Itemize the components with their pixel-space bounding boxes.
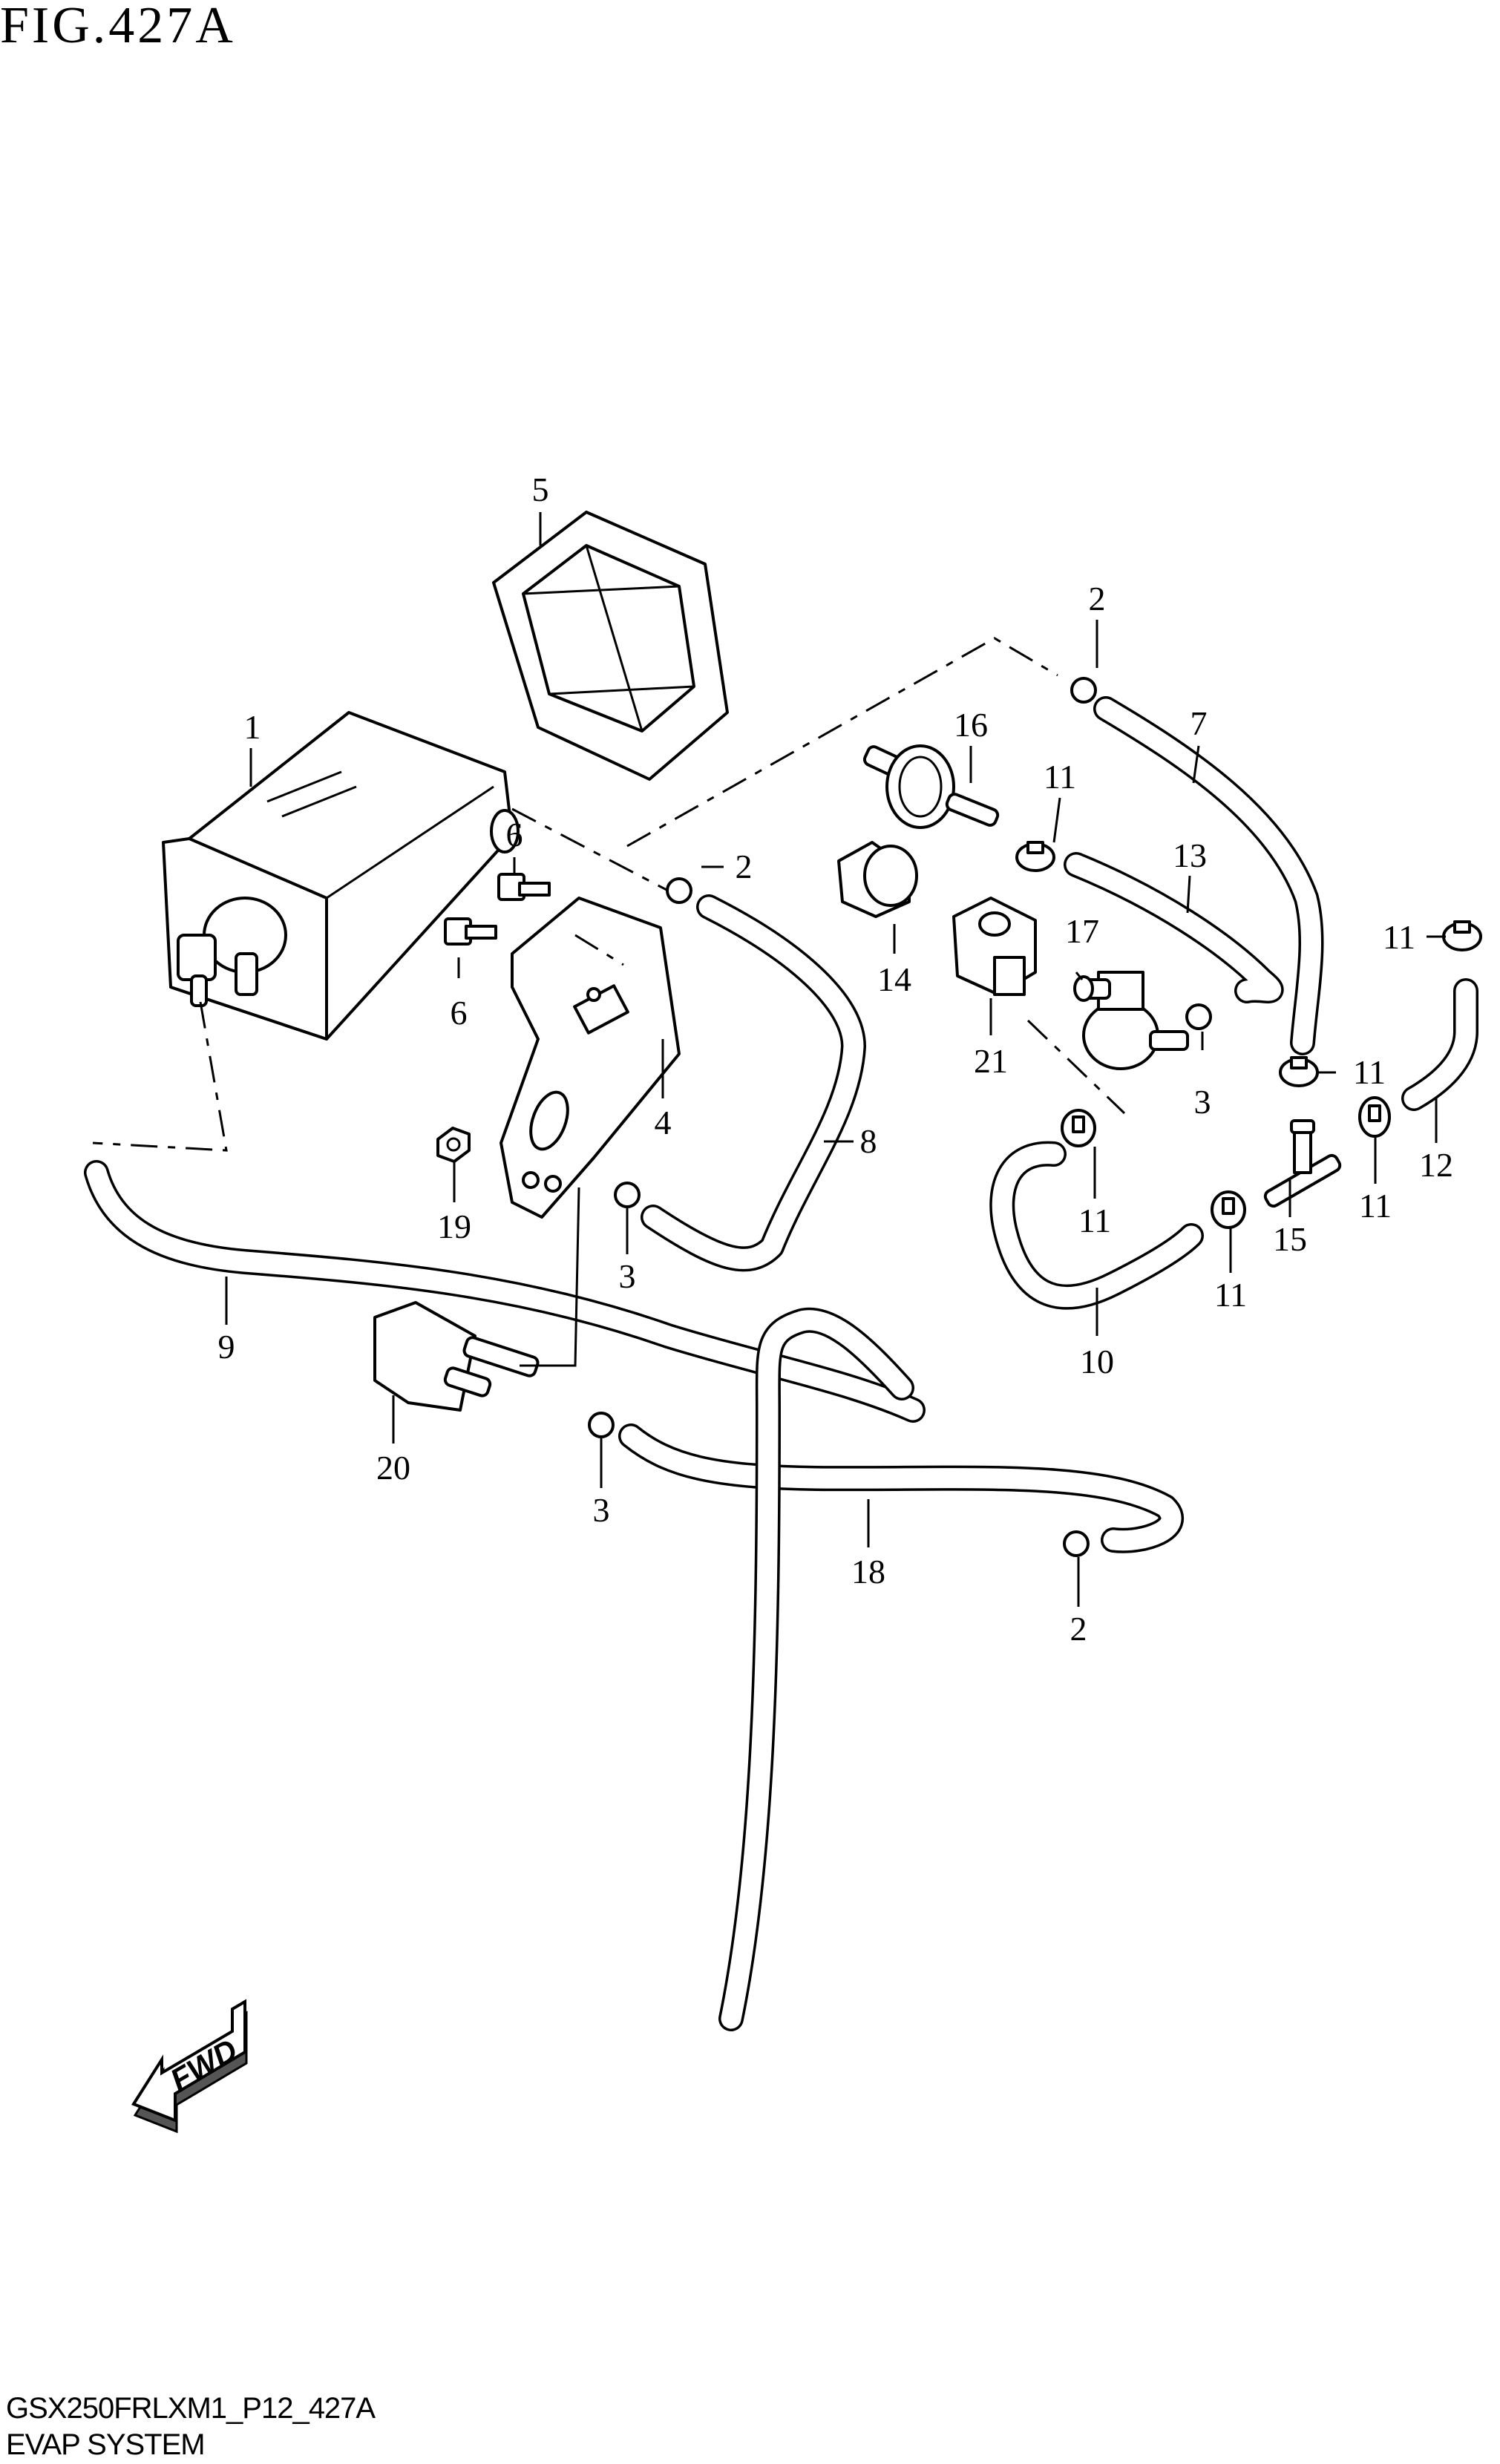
callout-2a: 2 (1089, 580, 1106, 617)
hose-7 (1093, 696, 1324, 1055)
clip-2c (1063, 1530, 1090, 1557)
callout-18: 18 (851, 1553, 885, 1590)
callout-11e: 11 (1078, 1202, 1111, 1239)
bolt-lower (444, 917, 497, 946)
clamp-f (1211, 1190, 1246, 1229)
canister-cover (492, 511, 729, 781)
figure-title: FIG.427A (0, 0, 236, 54)
bolt-upper (497, 873, 551, 901)
clamp-a (1015, 841, 1055, 872)
vacuum-valve (1073, 971, 1189, 1070)
callout-21: 21 (974, 1042, 1008, 1080)
footer-diagram-code: GSX250FRLXM1_P12_427A (6, 2392, 376, 2425)
footer-system-name: EVAP SYSTEM (6, 2428, 206, 2461)
callout-19: 19 (437, 1208, 471, 1245)
hose-18-drain (718, 1307, 914, 2031)
callout-6b: 6 (451, 994, 468, 1032)
hose-8 (641, 894, 866, 1272)
valve-holder (952, 897, 1037, 996)
callout-20: 20 (376, 1449, 410, 1487)
callout-7: 7 (1190, 704, 1208, 742)
callout-5: 5 (532, 471, 549, 508)
canister (162, 711, 520, 1041)
hose-12 (1401, 978, 1478, 1111)
callout-12: 12 (1419, 1146, 1453, 1184)
hose-13 (1064, 852, 1284, 1003)
callout-11a: 11 (1044, 758, 1076, 796)
callout-17: 17 (1065, 912, 1099, 950)
clip-2b (666, 877, 692, 904)
callout-3b: 3 (619, 1257, 636, 1295)
tee-joint (1263, 1119, 1342, 1208)
hose-18 (618, 1423, 1184, 1553)
callout-4: 4 (655, 1104, 672, 1141)
clip-2a (1070, 677, 1097, 704)
callout-13: 13 (1173, 836, 1207, 874)
clamp-b (1442, 920, 1482, 951)
callout-15: 15 (1273, 1220, 1307, 1258)
callout-11c: 11 (1353, 1053, 1386, 1091)
callout-9: 9 (218, 1328, 235, 1366)
callout-16: 16 (954, 706, 988, 744)
clamp-d (1358, 1096, 1391, 1138)
purge-valve (373, 1301, 540, 1412)
callout-1: 1 (244, 708, 261, 746)
callout-11b: 11 (1383, 918, 1415, 956)
callout-6a: 6 (506, 816, 523, 853)
fwd-arrow-icon: FWD (131, 1999, 248, 2134)
clip-3a (1185, 1003, 1212, 1030)
clamp-e (1061, 1109, 1096, 1147)
callout-2c: 2 (1070, 1610, 1087, 1648)
hose-9 (84, 1160, 926, 1423)
clamp-c (1279, 1056, 1319, 1087)
callout-14: 14 (877, 960, 911, 998)
bracket (500, 897, 681, 1219)
callout-2b: 2 (736, 848, 753, 885)
valve-boot (837, 841, 918, 918)
clip-3b (614, 1182, 641, 1208)
callout-8: 8 (860, 1122, 877, 1160)
rollover-valve (862, 744, 1000, 829)
nut (436, 1127, 471, 1163)
clip-3c (588, 1412, 615, 1438)
callout-3a: 3 (1194, 1083, 1211, 1121)
callout-10: 10 (1080, 1343, 1114, 1380)
callout-11d: 11 (1359, 1187, 1392, 1225)
callout-11f: 11 (1214, 1276, 1247, 1314)
callout-3c: 3 (593, 1491, 610, 1529)
hose-10 (989, 1141, 1204, 1310)
